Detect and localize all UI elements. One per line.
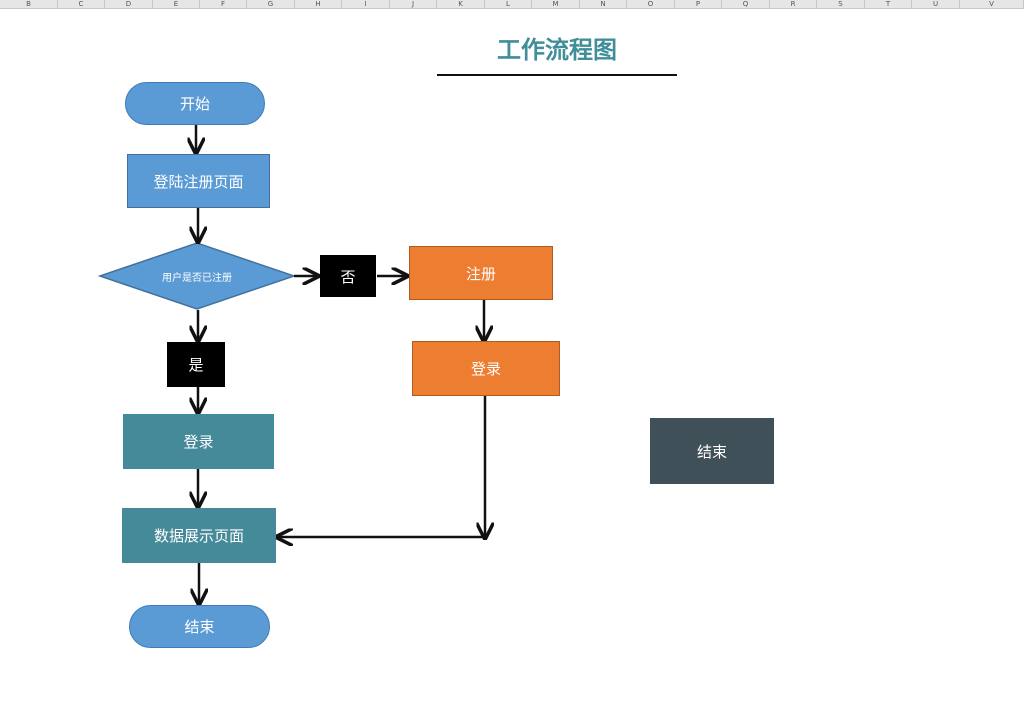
column-header-b[interactable]: B: [0, 0, 58, 8]
column-header-d[interactable]: D: [105, 0, 153, 8]
column-header-p[interactable]: P: [675, 0, 722, 8]
column-header-r[interactable]: R: [770, 0, 817, 8]
yes-label-box[interactable]: 是: [167, 342, 225, 387]
column-header-l[interactable]: L: [485, 0, 532, 8]
column-header-j[interactable]: J: [390, 0, 437, 8]
column-header-o[interactable]: O: [627, 0, 675, 8]
login-register-page-box[interactable]: 登陆注册页面: [127, 154, 270, 208]
column-header-f[interactable]: F: [200, 0, 247, 8]
column-header-m[interactable]: M: [532, 0, 580, 8]
start-terminal[interactable]: 开始: [125, 82, 265, 125]
register-box[interactable]: 注册: [409, 246, 553, 300]
end-terminal[interactable]: 结束: [129, 605, 270, 648]
column-header-g[interactable]: G: [247, 0, 295, 8]
column-header-q[interactable]: Q: [722, 0, 770, 8]
column-header-k[interactable]: K: [437, 0, 485, 8]
diagram-title: 工作流程图: [497, 36, 617, 64]
column-header-bar: B C D E F G H I J K L M N O P Q R S T U …: [0, 0, 1024, 9]
column-header-i[interactable]: I: [342, 0, 390, 8]
no-label-box[interactable]: 否: [320, 255, 376, 297]
column-header-n[interactable]: N: [580, 0, 627, 8]
login-right-box[interactable]: 登录: [412, 341, 560, 396]
column-header-h[interactable]: H: [295, 0, 342, 8]
column-header-u[interactable]: U: [912, 0, 960, 8]
column-header-s[interactable]: S: [817, 0, 865, 8]
column-header-c[interactable]: C: [58, 0, 105, 8]
end-side-box[interactable]: 结束: [650, 418, 774, 484]
decision-label: 用户是否已注册: [162, 272, 232, 284]
data-page-box[interactable]: 数据展示页面: [122, 508, 276, 563]
column-header-e[interactable]: E: [153, 0, 200, 8]
title-underline: [437, 74, 677, 76]
column-header-t[interactable]: T: [865, 0, 912, 8]
login-left-box[interactable]: 登录: [123, 414, 274, 469]
